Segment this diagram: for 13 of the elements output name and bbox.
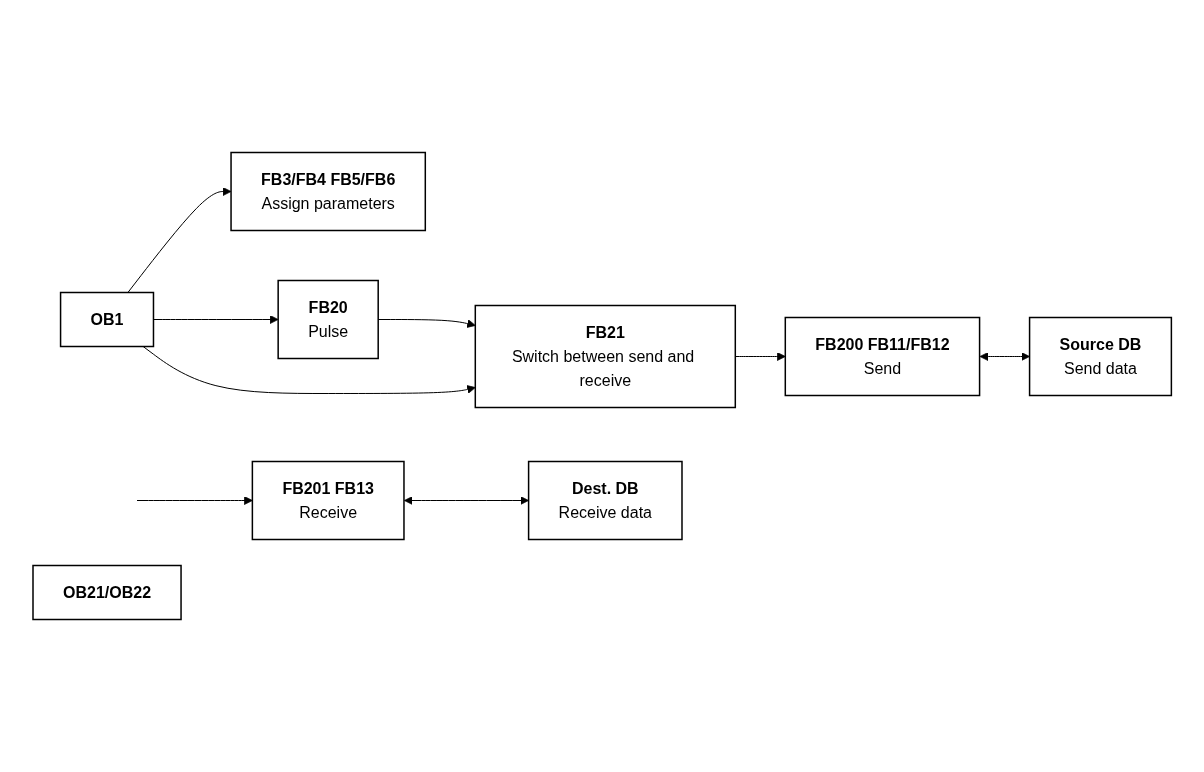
node-box: OB1 (59, 291, 155, 348)
node-box: FB200 FB11/FB12 Send (784, 316, 981, 397)
node-box: Dest. DB Receive data (527, 460, 683, 541)
node-box: FB20 Pulse (277, 279, 379, 360)
arrow (136, 496, 253, 505)
node-box: Source DB Send data (1028, 316, 1172, 397)
arrow (979, 352, 1030, 361)
node-box: FB21 Switch between send and receive (474, 304, 736, 409)
arrow (403, 496, 529, 505)
node-box: OB21/OB22 (32, 564, 182, 621)
node-box: FB201 FB13 Receive (251, 460, 405, 541)
arrow (142, 346, 476, 394)
node-box: FB3/FB4 FB5/FB6 Assign parameters (230, 151, 426, 232)
